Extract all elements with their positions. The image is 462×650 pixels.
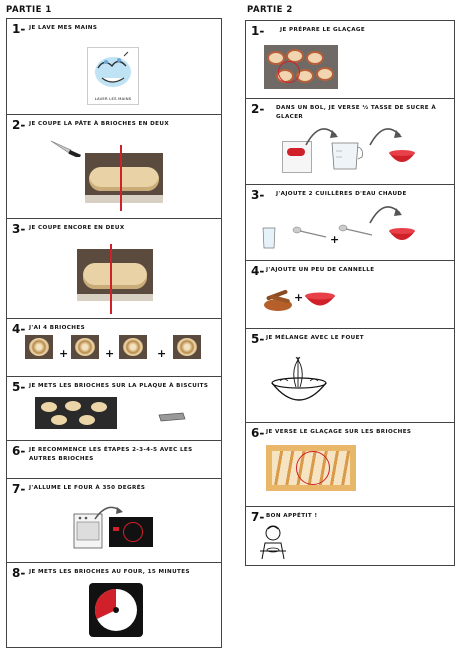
step-text: JE RECOMMENCE LES ÉTAPES 2-3-4-5 AVEC LE… <box>29 447 193 462</box>
step-text: JE COUPE ENCORE EN DEUX <box>29 225 125 231</box>
dough-log-image <box>85 153 163 203</box>
step-text: JE MÉLANGE AVEC LE FOUET <box>266 335 365 341</box>
spoon-image <box>292 226 327 238</box>
sugar-package-image <box>282 141 312 173</box>
step-text: JE PRÉPARE LE GLAÇAGE <box>280 27 366 33</box>
red-bowl-image <box>389 150 415 162</box>
brioche-image-1 <box>25 335 53 359</box>
plus-sign: + <box>59 347 69 360</box>
right-step-7: 7- BON APPÉTIT ! <box>246 507 454 567</box>
arrow-icon <box>369 128 402 146</box>
plus-sign: + <box>105 347 115 360</box>
left-step-7: 7- J'ALLUME LE FOUR À 350 DEGRÉS <box>7 479 221 563</box>
arrow-icon <box>305 128 338 146</box>
timer-image <box>89 583 143 637</box>
step-number: 3- <box>251 188 265 202</box>
step-text: JE VERSE LE GLAÇAGE SUR LES BRIOCHES <box>266 429 412 435</box>
baking-sheet-icon <box>158 412 186 422</box>
step-text: JE METS LES BRIOCHES AU FOUR, 15 MINUTES <box>29 569 190 575</box>
glazed-brioches-tray-image <box>264 45 338 89</box>
step-number: 5- <box>12 380 26 394</box>
arrow-icon <box>94 506 123 520</box>
right-step-6: 6- JE VERSE LE GLAÇAGE SUR LES BRIOCHES <box>246 423 454 507</box>
baking-sheet-with-brioches-image <box>35 397 117 429</box>
step-number: 1- <box>12 22 26 36</box>
step-number: 7- <box>12 482 26 496</box>
brioche-image-3 <box>119 335 147 359</box>
left-column-header: PARTIE 1 <box>6 5 52 15</box>
oven-image <box>73 513 103 549</box>
plus-sign: + <box>330 233 340 246</box>
cinnamon-image <box>264 289 292 311</box>
step-number: 4- <box>251 264 265 278</box>
cut-line <box>110 244 112 314</box>
left-step-4: 4- J'AI 4 BRIOCHES + + + <box>7 319 221 377</box>
left-step-1: 1- JE LAVE MES MAINS LAVER LES MAINS <box>7 19 221 115</box>
left-step-3: 3- JE COUPE ENCORE EN DEUX <box>7 219 221 319</box>
step-number: 7- <box>251 510 265 524</box>
cut-line <box>120 145 122 211</box>
red-bowl-image <box>305 292 335 306</box>
right-step-2: 2- DANS UN BOL, JE VERSE ½ TASSE DE SUCR… <box>246 99 454 185</box>
step-text: BON APPÉTIT ! <box>266 513 318 519</box>
left-step-6: 6- JE RECOMMENCE LES ÉTAPES 2-3-4-5 AVEC… <box>7 441 221 479</box>
water-glass-image <box>262 227 276 249</box>
step-text: JE COUPE LA PÂTE À BRIOCHES EN DEUX <box>29 121 170 127</box>
half-dough-image <box>77 249 153 301</box>
step-text: J'AJOUTE 2 CUILLÈRES D'EAU CHAUDE <box>276 191 407 197</box>
step-number: 2- <box>251 102 265 116</box>
step-text: J'AI 4 BRIOCHES <box>29 325 86 331</box>
right-step-3: 3- J'AJOUTE 2 CUILLÈRES D'EAU CHAUDE + <box>246 185 454 261</box>
step-number: 6- <box>251 426 265 440</box>
arrow-icon <box>369 206 402 224</box>
step-number: 6- <box>12 444 26 458</box>
right-column-header: PARTIE 2 <box>247 5 293 15</box>
right-step-5: 5- JE MÉLANGE AVEC LE FOUET <box>246 329 454 423</box>
knife-image <box>50 140 81 157</box>
step-number: 5- <box>251 332 265 346</box>
hand-washing-image: LAVER LES MAINS <box>87 47 139 105</box>
step-number: 1- <box>251 24 265 38</box>
step-number: 4- <box>12 322 26 336</box>
right-step-1: 1- JE PRÉPARE LE GLAÇAGE <box>246 21 454 99</box>
red-bowl-image <box>389 228 415 240</box>
child-eating-image <box>260 525 286 560</box>
left-step-5: 5- JE METS LES BRIOCHES SUR LA PLAQUE À … <box>7 377 221 441</box>
plus-sign: + <box>157 347 167 360</box>
step-number: 3- <box>12 222 26 236</box>
left-step-2: 2- JE COUPE LA PÂTE À BRIOCHES EN DEUX <box>7 115 221 219</box>
step-number: 2- <box>12 118 26 132</box>
step-text: JE METS LES BRIOCHES SUR LA PLAQUE À BIS… <box>29 383 209 389</box>
step-number: 8- <box>12 566 26 580</box>
brioche-image-4 <box>173 335 201 359</box>
step-text: JE LAVE MES MAINS <box>29 25 98 31</box>
brioche-image-2 <box>71 335 99 359</box>
measuring-cup-image <box>331 142 363 170</box>
step-text: DANS UN BOL, JE VERSE ½ TASSE DE SUCRE À… <box>276 105 437 120</box>
right-column: 1- JE PRÉPARE LE GLAÇAGE 2- DANS UN BOL,… <box>245 20 455 566</box>
oven-control-panel-image <box>109 517 153 547</box>
whisk-in-bowl-image <box>271 356 327 401</box>
hand-washing-caption: LAVER LES MAINS <box>94 96 132 101</box>
step-text: J'ALLUME LE FOUR À 350 DEGRÉS <box>29 485 146 491</box>
spoon-image <box>338 224 373 236</box>
left-step-8: 8- JE METS LES BRIOCHES AU FOUR, 15 MINU… <box>7 563 221 649</box>
glazed-brioches-dish-image <box>266 445 356 491</box>
left-column: 1- JE LAVE MES MAINS LAVER LES MAINS 2- … <box>6 18 222 648</box>
right-step-4: 4- J'AJOUTE UN PEU DE CANNELLE + <box>246 261 454 329</box>
plus-sign: + <box>294 291 304 304</box>
step-text: J'AJOUTE UN PEU DE CANNELLE <box>266 267 375 273</box>
